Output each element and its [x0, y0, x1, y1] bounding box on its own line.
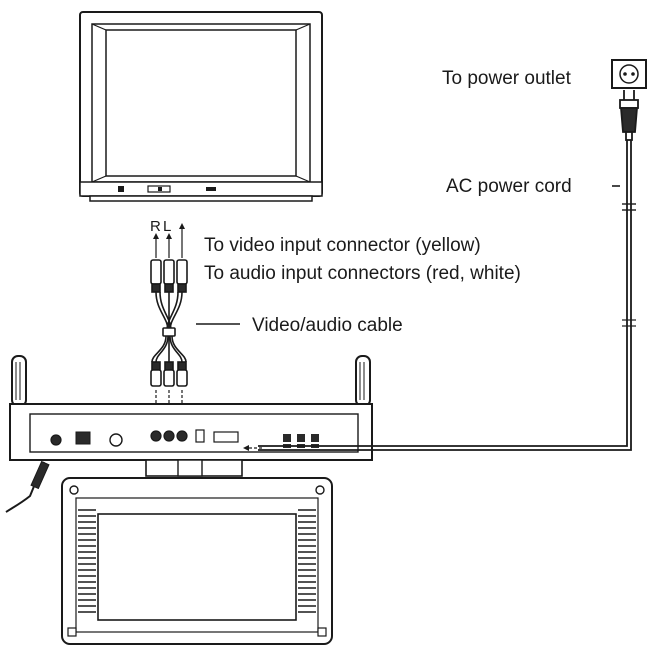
lcd-screen	[97, 513, 297, 621]
tv-screen	[105, 29, 297, 177]
dc-in-jack	[50, 434, 62, 446]
plug-video-bottom	[176, 369, 188, 387]
tv-base	[89, 195, 313, 202]
plug-right-bottom	[150, 369, 162, 387]
ac-plug	[619, 90, 639, 141]
selector-switch	[195, 429, 205, 443]
plug-left-bottom	[163, 369, 175, 387]
portable-player	[9, 355, 373, 477]
av-cable-label: Video/audio cable	[252, 315, 403, 336]
headphone-jack	[109, 433, 123, 447]
flip-screen	[61, 477, 333, 645]
plug-left-top	[163, 259, 175, 285]
dc-cord	[5, 461, 45, 513]
right-stand	[355, 355, 371, 407]
tv-control-strip	[79, 181, 323, 197]
audio-input-label: To audio input connectors (red, white)	[204, 263, 521, 284]
left-stand	[11, 355, 27, 407]
av-cable	[150, 223, 188, 425]
power-outlet-label: To power outlet	[442, 68, 571, 89]
video-input-label: To video input connector (yellow)	[204, 235, 481, 256]
ac-power-cord	[258, 140, 636, 451]
plug-video-top	[176, 259, 188, 285]
av-out-left	[163, 430, 175, 442]
ac-cord-label: AC power cord	[446, 176, 572, 197]
plug-right-top	[150, 259, 162, 285]
av-out-video	[176, 430, 188, 442]
av-out-right	[150, 430, 162, 442]
right-channel-label: R	[150, 218, 161, 235]
power-outlet	[611, 59, 647, 89]
power-switch	[75, 431, 91, 445]
ac-in-socket	[213, 431, 239, 443]
left-channel-label: L	[163, 218, 172, 235]
television	[79, 11, 323, 202]
